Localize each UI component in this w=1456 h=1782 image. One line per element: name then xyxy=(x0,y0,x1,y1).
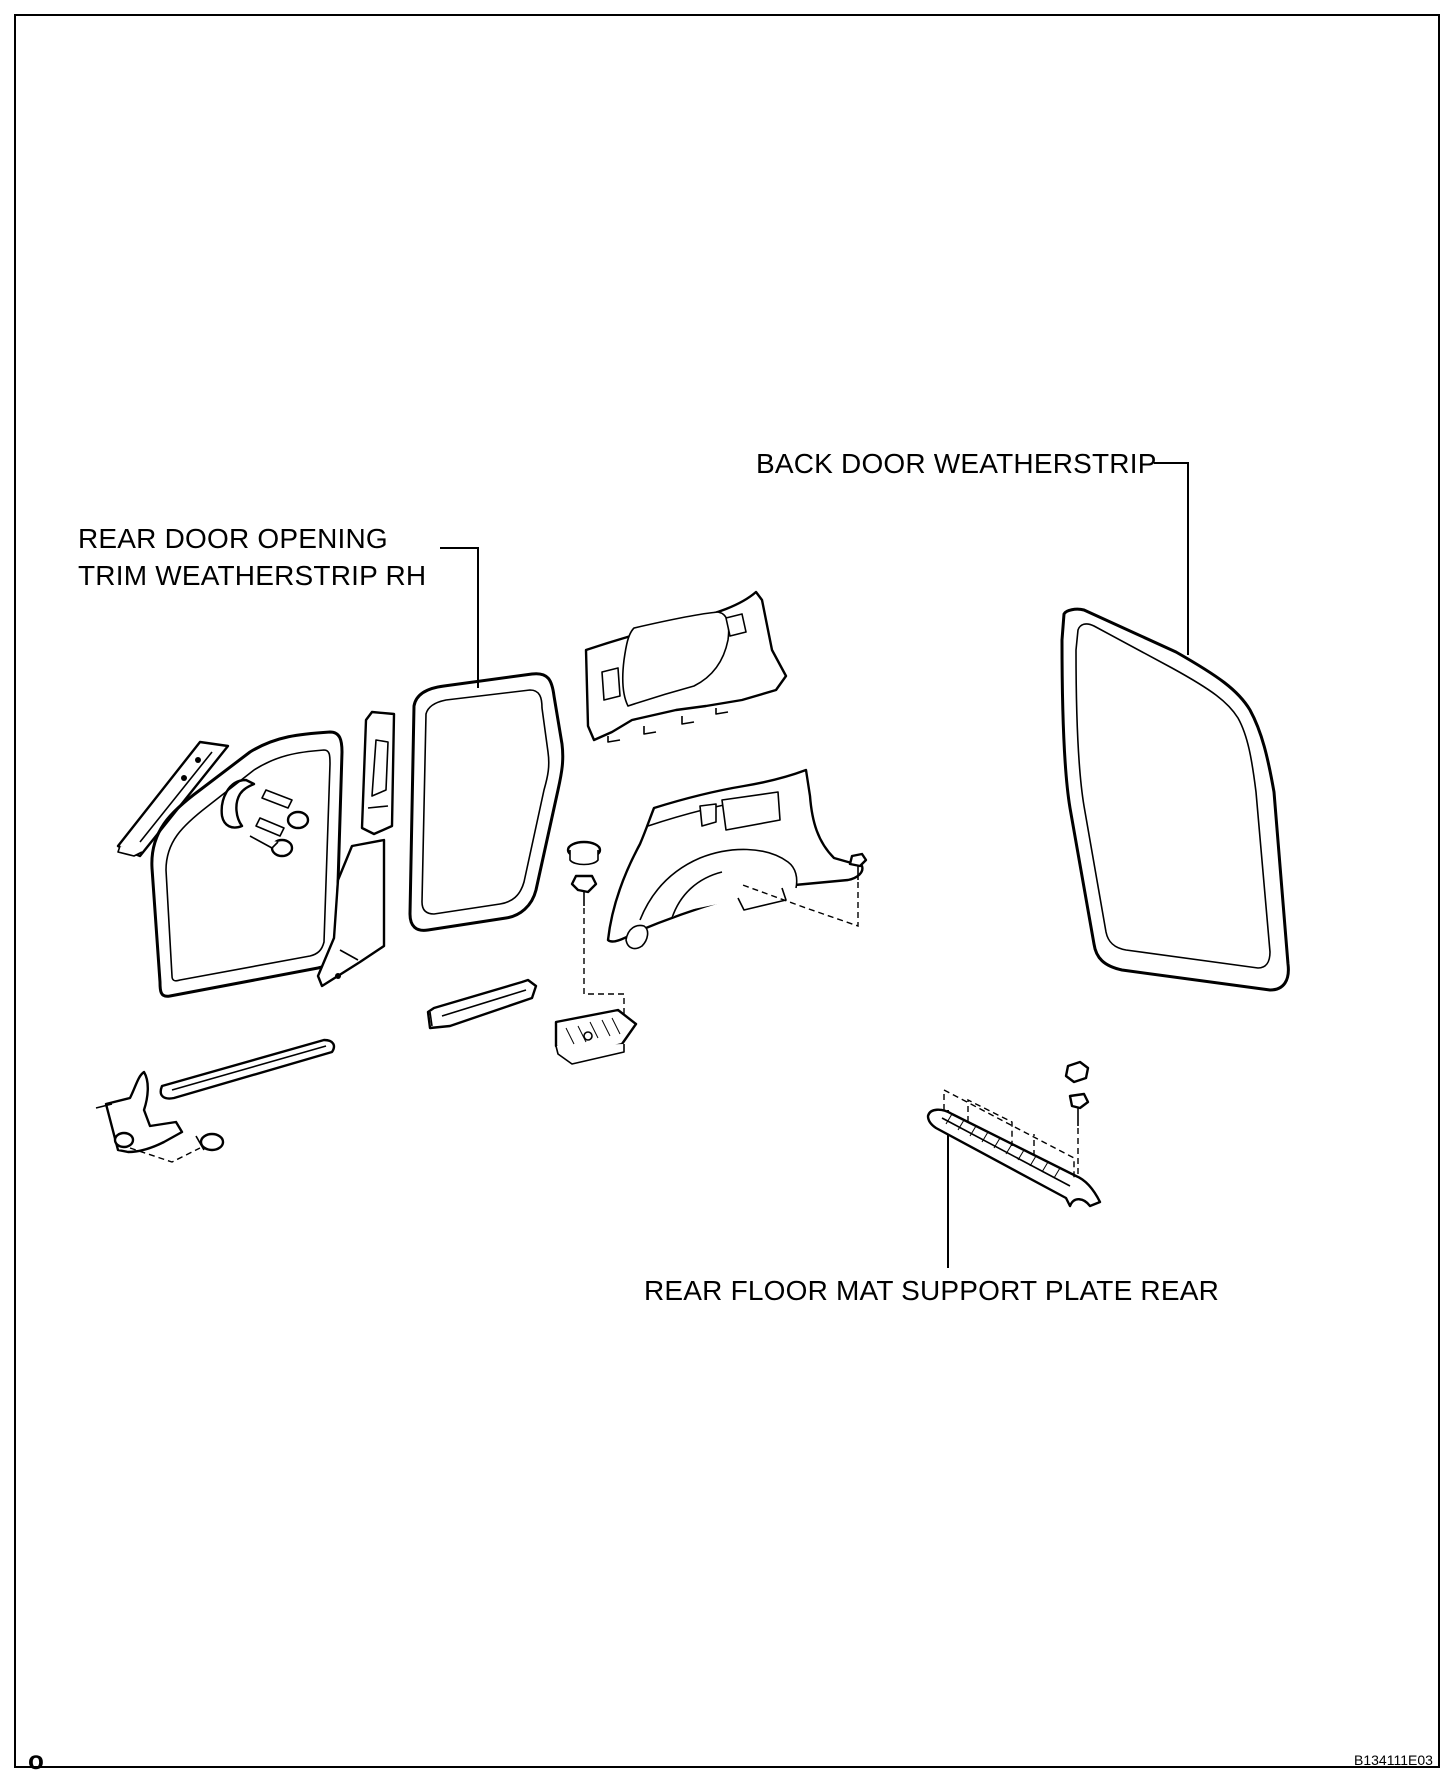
label-rear-floor-mat-support-plate: REAR FLOOR MAT SUPPORT PLATE REAR xyxy=(644,1275,1219,1306)
front-pillar-garnish xyxy=(116,740,230,858)
label-back-door-weatherstrip: BACK DOOR WEATHERSTRIP xyxy=(756,448,1157,479)
back-door-weatherstrip xyxy=(1060,607,1290,992)
front-door-opening-weatherstrip xyxy=(150,730,344,998)
deck-clip xyxy=(566,840,602,866)
rear-floor-mat-support-plate-rear xyxy=(926,1088,1102,1208)
center-pillar-lower-trim xyxy=(316,838,386,988)
leader-rear-door-opening-trim xyxy=(440,547,479,688)
rear-door-scuff-plate xyxy=(426,978,538,1030)
deck-screw xyxy=(570,874,625,1022)
assist-grip xyxy=(220,778,256,829)
center-pillar-upper-trim xyxy=(360,710,396,836)
label-rear-door-opening-trim-line2: TRIM WEATHERSTRIP RH xyxy=(78,560,426,591)
lower-quarter-trim-panel xyxy=(606,768,864,950)
plate-clip xyxy=(1064,1060,1090,1084)
corner-mark: o xyxy=(28,1745,44,1775)
quarter-panel-screw xyxy=(739,852,868,927)
upper-quarter-trim-panel xyxy=(584,590,788,743)
floor-mat-support-plate-front xyxy=(554,1008,638,1065)
grip-screws xyxy=(249,789,310,858)
label-rear-door-opening-trim-line1: REAR DOOR OPENING xyxy=(78,523,388,554)
plate-screw xyxy=(1068,1092,1090,1176)
front-door-scuff-plate xyxy=(159,1038,336,1100)
leader-back-door-weatherstrip xyxy=(1154,462,1189,655)
rear-door-opening-weatherstrip xyxy=(408,672,565,932)
cowl-side-trim xyxy=(95,1070,225,1163)
figure-code: B134111E03 xyxy=(1354,1752,1433,1768)
